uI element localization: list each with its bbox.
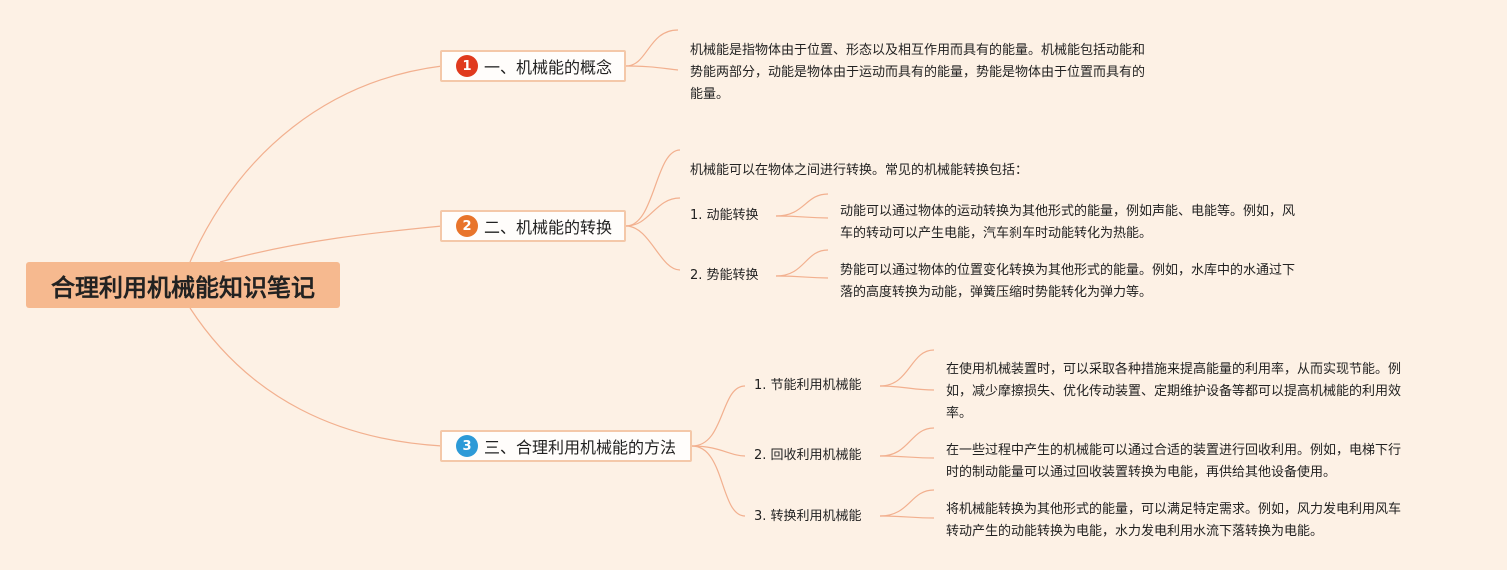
connector-sub2-text2 <box>775 275 829 279</box>
connector-b1-text2 <box>625 65 679 71</box>
number-badge-3: 3 <box>456 435 478 457</box>
sub-energy-saving[interactable]: 1. 节能利用机械能 <box>754 378 862 393</box>
branch-methods[interactable]: 3 三、合理利用机械能的方法 <box>440 430 692 462</box>
connector-b2-sub1 <box>625 197 681 227</box>
branch-label: 三、合理利用机械能的方法 <box>484 438 677 457</box>
kinetic-conversion-note: 动能可以通过物体的运动转换为其他形式的能量，例如声能、电能等。例如，风 车的转动… <box>840 204 1296 241</box>
connector-sub3a-text2 <box>879 385 935 391</box>
branch-label: 二、机械能的转换 <box>484 218 613 237</box>
connector-b2-intro <box>625 149 681 227</box>
number-badge-2: 2 <box>456 215 478 237</box>
connector-sub3a-text1 <box>879 349 935 387</box>
connector-sub3c-text1 <box>879 489 935 517</box>
sub-conversion-use[interactable]: 3. 转换利用机械能 <box>754 509 862 524</box>
potential-conversion-note: 势能可以通过物体的位置变化转换为其他形式的能量。例如，水库中的水通过下 落的高度… <box>840 263 1296 300</box>
concept-note: 机械能是指物体由于位置、形态以及相互作用而具有的能量。机械能包括动能和 势能两部… <box>690 43 1146 102</box>
connector-sub3c-text2 <box>879 515 935 519</box>
energy-saving-note: 在使用机械装置时，可以采取各种措施来提高能量的利用率，从而实现节能。例 如，减少… <box>946 362 1402 421</box>
connector-sub3b-text1 <box>879 427 935 457</box>
connector-root-b3 <box>189 307 443 447</box>
connector-b1-text <box>625 29 679 67</box>
sub-recovery[interactable]: 2. 回收利用机械能 <box>754 448 862 463</box>
root-topic[interactable]: 合理利用机械能知识笔记 <box>26 262 340 308</box>
branch-concept[interactable]: 1 一、机械能的概念 <box>440 50 626 82</box>
connector-root-b2 <box>219 225 443 263</box>
connector-b3-sub3 <box>691 445 746 517</box>
connector-b3-sub1 <box>691 385 746 447</box>
connector-b2-sub2 <box>625 225 681 271</box>
connector-root-b1 <box>189 65 443 263</box>
connector-sub1-text2 <box>775 215 829 219</box>
connector-sub3b-text2 <box>879 455 935 459</box>
sub-kinetic-conversion[interactable]: 1. 动能转换 <box>690 208 759 223</box>
conversion-use-note: 将机械能转换为其他形式的能量，可以满足特定需求。例如，风力发电利用风车 转动产生… <box>946 502 1402 539</box>
number-badge-1: 1 <box>456 55 478 77</box>
connector-sub2-text1 <box>775 249 829 277</box>
sub-potential-conversion[interactable]: 2. 势能转换 <box>690 268 759 283</box>
connector-sub1-text1 <box>775 193 829 217</box>
connector-b3-sub2 <box>691 445 746 457</box>
branch-label: 一、机械能的概念 <box>484 58 613 77</box>
recovery-note: 在一些过程中产生的机械能可以通过合适的装置进行回收利用。例如，电梯下行 时的制动… <box>946 443 1402 480</box>
branch-conversion[interactable]: 2 二、机械能的转换 <box>440 210 626 242</box>
conversion-intro: 机械能可以在物体之间进行转换。常见的机械能转换包括： <box>690 163 1029 178</box>
root-title: 合理利用机械能知识笔记 <box>51 273 315 302</box>
